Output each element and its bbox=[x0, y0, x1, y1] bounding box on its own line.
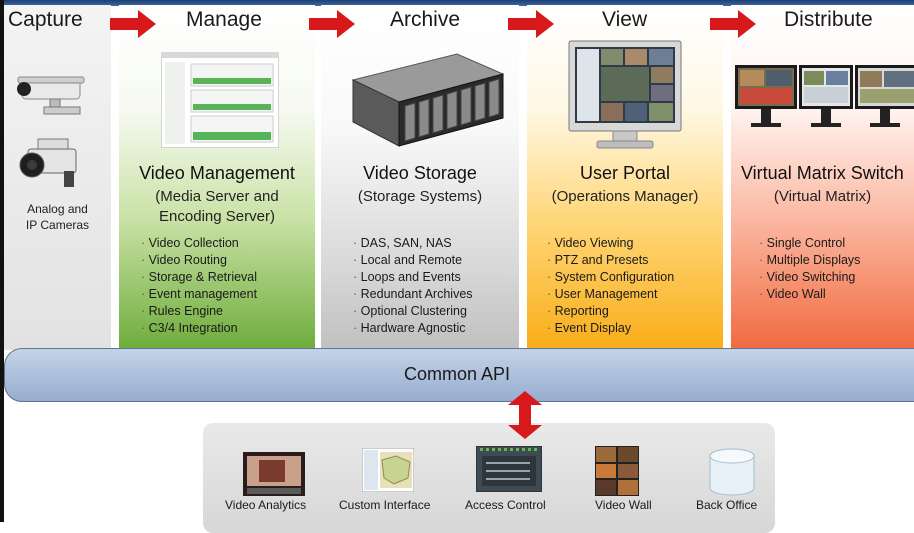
manage-bullet: C3/4 Integration bbox=[141, 320, 257, 337]
distribute-bullet: Multiple Displays bbox=[759, 252, 861, 269]
manage-column: Video Management (Media Server and Encod… bbox=[119, 5, 315, 350]
archive-bullet: Local and Remote bbox=[353, 252, 473, 269]
database-icon bbox=[709, 448, 755, 496]
double-arrow-icon bbox=[508, 391, 542, 439]
top-border bbox=[0, 0, 914, 6]
stage-view: View bbox=[602, 8, 648, 31]
distribute-subtitle-line1: (Virtual Matrix) bbox=[773, 188, 872, 205]
manage-bullet-list: Video Collection Video Routing Storage &… bbox=[141, 235, 257, 337]
manage-bullet: Storage & Retrieval bbox=[141, 269, 257, 286]
manage-bullet: Event management bbox=[141, 286, 257, 303]
video-wall-image bbox=[595, 446, 639, 496]
archive-subtitle-line1: (Storage Systems) bbox=[357, 188, 483, 205]
view-bullet: System Configuration bbox=[547, 269, 675, 286]
archive-column: Video Storage (Storage Systems) DAS, SAN… bbox=[321, 5, 519, 350]
archive-bullet: Redundant Archives bbox=[353, 286, 473, 303]
access-control-panel-image bbox=[476, 446, 542, 492]
manage-subtitle: (Media Server and Encoding Server) bbox=[119, 187, 315, 227]
view-bullet: Video Viewing bbox=[547, 235, 674, 252]
manage-subtitle-line1: (Media Server and bbox=[155, 188, 279, 205]
view-bullet: Event Display bbox=[547, 320, 674, 337]
custom-interface-image bbox=[362, 448, 414, 492]
manage-subtitle-line2: Encoding Server) bbox=[159, 208, 275, 225]
archive-title: Video Storage bbox=[363, 163, 477, 183]
view-bullet: Reporting bbox=[547, 303, 674, 320]
archive-subtitle: (Storage Systems) bbox=[321, 187, 519, 207]
stage-archive: Archive bbox=[390, 8, 461, 31]
storage-server-image bbox=[351, 53, 505, 147]
view-column: User Portal (Operations Manager) Video V… bbox=[527, 5, 723, 350]
bottom-item-custom-interface: Custom Interface bbox=[339, 498, 431, 512]
operator-monitor-image bbox=[568, 40, 682, 149]
camera-label-line1: Analog and bbox=[27, 202, 88, 216]
view-subtitle: (Operations Manager) bbox=[527, 187, 723, 207]
stage-distribute: Distribute bbox=[784, 8, 873, 31]
distribute-subtitle: (Virtual Matrix) bbox=[731, 187, 914, 207]
flow-arrow-icon bbox=[508, 10, 554, 38]
manage-bullet: Video Collection bbox=[141, 235, 257, 252]
camera-label-line2: IP Cameras bbox=[25, 218, 90, 232]
view-title: User Portal bbox=[579, 163, 671, 183]
manage-bullet: Video Routing bbox=[141, 252, 257, 269]
bottom-item-back-office: Back Office bbox=[696, 498, 758, 512]
common-api-label: Common API bbox=[403, 364, 511, 384]
bottom-item-video-wall: Video Wall bbox=[595, 498, 652, 512]
box-camera-image bbox=[19, 138, 77, 187]
common-api-bar bbox=[4, 348, 914, 402]
distribute-bullet: Video Switching bbox=[759, 269, 860, 286]
flow-arrow-icon bbox=[710, 10, 756, 38]
stage-manage: Manage bbox=[186, 8, 262, 31]
camera-label: Analog and IP Cameras bbox=[4, 201, 111, 233]
left-border bbox=[0, 0, 4, 522]
view-bullet: PTZ and Presets bbox=[547, 252, 674, 269]
video-wall-monitors-image bbox=[735, 65, 914, 127]
distribute-bullet-list: Single Control Multiple Displays Video S… bbox=[759, 235, 861, 303]
bullet-camera-image bbox=[17, 76, 85, 115]
view-subtitle-line1: (Operations Manager) bbox=[551, 188, 699, 205]
archive-bullet: Hardware Agnostic bbox=[353, 320, 473, 337]
archive-bullet: Optional Clustering bbox=[353, 303, 473, 320]
management-screenshot-image bbox=[161, 52, 279, 148]
capture-column: Analog and IP Cameras bbox=[4, 5, 111, 350]
bottom-item-access-control: Access Control bbox=[465, 498, 546, 512]
archive-bullet: DAS, SAN, NAS bbox=[353, 235, 473, 252]
view-bullet-list: Video Viewing PTZ and Presets System Con… bbox=[547, 235, 675, 337]
archive-bullet-list: DAS, SAN, NAS Local and Remote Loops and… bbox=[353, 235, 473, 337]
flow-arrow-icon bbox=[309, 10, 355, 38]
manage-bullet: Rules Engine bbox=[141, 303, 257, 320]
view-bullet: User Management bbox=[547, 286, 674, 303]
distribute-bullet: Single Control bbox=[759, 235, 860, 252]
manage-title: Video Management bbox=[139, 163, 295, 183]
video-analytics-image bbox=[243, 452, 305, 496]
flow-arrow-icon bbox=[110, 10, 156, 38]
distribute-column: Virtual Matrix Switch (Virtual Matrix) S… bbox=[731, 5, 914, 350]
stage-capture: Capture bbox=[8, 8, 83, 31]
archive-bullet: Loops and Events bbox=[353, 269, 473, 286]
distribute-title: Virtual Matrix Switch bbox=[741, 163, 904, 183]
bottom-item-video-analytics: Video Analytics bbox=[225, 498, 307, 512]
distribute-bullet: Video Wall bbox=[759, 286, 860, 303]
